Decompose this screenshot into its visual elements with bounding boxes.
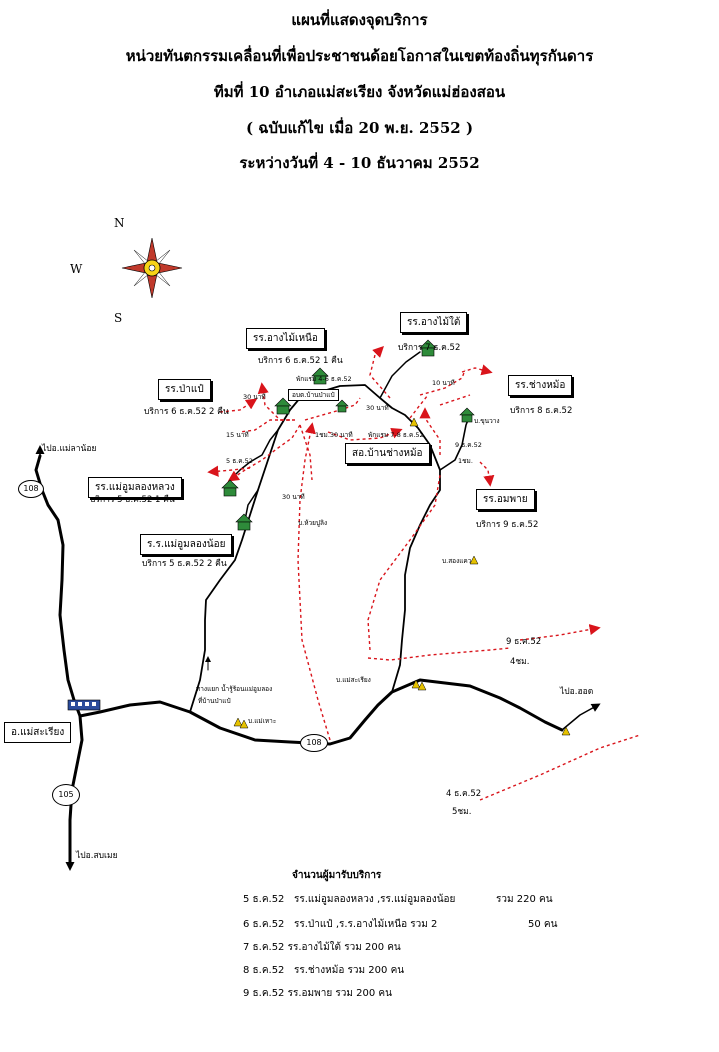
village-label: บ.ห้วยปูลิง bbox=[298, 519, 328, 527]
summary-total: รวม 220 คน bbox=[496, 894, 553, 905]
house-icon-ang-kai-tai bbox=[419, 339, 437, 357]
service-pa-pae: บริการ 6 ธ.ค.52 2 คืน bbox=[144, 407, 229, 417]
title-line-3: ทีมที่ 10 อำเภอแม่สะเรียง จังหวัดแม่ฮ่อง… bbox=[213, 83, 506, 101]
service-mae-u-luang: บริการ 5 ธ.ค.52 1 คืน bbox=[90, 495, 175, 505]
summary-row: 6 ธ.ค.52 รร.ป่าแป๋ ,ร.ร.อางไม้เหนือ รวม … bbox=[243, 917, 437, 932]
junction-label-2: ที่บ้านป่าแป๋ bbox=[198, 697, 231, 705]
road-to-hot bbox=[561, 703, 601, 731]
date-label: 9 ธ.ค.52 bbox=[455, 441, 482, 449]
service-chang-mo: บริการ 8 ธ.ค.52 bbox=[510, 406, 573, 416]
junction-label: ทางแยก น้ำรู้ร้อนแม่อูมลอง bbox=[196, 685, 273, 693]
marker-icon bbox=[409, 417, 419, 427]
school-box-mae-u-luang: รร.แม่อูมลองหลวง bbox=[88, 477, 182, 498]
house-icon-ang-kai-nuea bbox=[311, 367, 329, 385]
road-number-105: 105 bbox=[52, 784, 80, 806]
summary-date: 5 ธ.ค.52 bbox=[243, 894, 285, 905]
compass-north-label: N bbox=[114, 216, 125, 230]
asc-box: อบต.บ้านป่าแป๋ bbox=[288, 389, 339, 401]
summary-date: 8 ธ.ค.52 bbox=[243, 965, 285, 976]
time-label: 1ชม. bbox=[458, 457, 473, 465]
title-line-2: หน่วยทันตกรรมเคลื่อนที่เพื่อประชาชนด้อยโ… bbox=[125, 47, 594, 65]
summary-text: รร.อางไม้ใต้ รวม 200 คน bbox=[287, 942, 401, 953]
summary-row: 9 ธ.ค.52 รร.อมพาย รวม 200 คน bbox=[243, 986, 392, 1001]
village-markers bbox=[233, 417, 571, 736]
service-mae-u-noi: บริการ 5 ธ.ค.52 2 คืน bbox=[142, 559, 227, 569]
direction-mae-la-noi: ไปอ.แม่ลาน้อย bbox=[42, 444, 97, 454]
village-label: บ.แม่สะเรียง bbox=[336, 676, 371, 684]
service-ang-kai-nuea: บริการ 6 ธ.ค.52 1 คืน bbox=[258, 356, 343, 366]
house-icon-chang-mo bbox=[459, 407, 475, 423]
village-label: บ.ขุนวาง bbox=[474, 417, 500, 425]
rest-label-4-6: พักแรม 4-6 ธ.ค.52 bbox=[296, 375, 352, 383]
time-label: 30 นาที bbox=[282, 493, 305, 501]
marker-icon bbox=[561, 726, 571, 736]
health-center-box: สอ.บ้านช่างหม้อ bbox=[345, 443, 430, 464]
summary-row: 8 ธ.ค.52 รร.ช่างหม้อ รวม 200 คน bbox=[243, 963, 404, 978]
time-label: 4ชม. bbox=[510, 657, 530, 667]
house-icon-asc bbox=[335, 399, 349, 413]
direction-hot: ไปอ.ฮอด bbox=[560, 687, 594, 697]
road-loop-west bbox=[189, 384, 441, 713]
service-routes bbox=[207, 346, 641, 801]
summary-text: รร.แม่อูมลองหลวง ,รร.แม่อูมลองน้อย bbox=[293, 894, 456, 905]
summary-date: 9 ธ.ค.52 bbox=[243, 988, 285, 999]
road-branch-mae-u bbox=[244, 489, 259, 521]
rest-label-7-8: พักแรม 7-8 ธ.ค.52 bbox=[368, 431, 424, 439]
road-branch-ang-kai bbox=[379, 351, 421, 399]
school-box-om-thai: รร.อมพาย bbox=[476, 489, 535, 510]
summary-text: รร.ช่างหม้อ รวม 200 คน bbox=[293, 965, 405, 976]
village-label: บ.แม่เหาะ bbox=[248, 717, 277, 725]
summary-date: 6 ธ.ค.52 bbox=[243, 919, 285, 930]
compass-west-label: W bbox=[70, 262, 83, 276]
compass-rose-icon bbox=[121, 237, 183, 299]
date-label: 5 ธ.ค.52 bbox=[226, 457, 253, 465]
house-icon-mae-u-noi bbox=[235, 513, 253, 531]
house-icon-pa-pae bbox=[274, 397, 292, 415]
summary-text: รร.อมพาย รวม 200 คน bbox=[287, 988, 392, 999]
highway-108-north bbox=[34, 454, 82, 718]
title-line-5: ระหว่างวันที่ 4 - 10 ธันวาคม 2552 bbox=[239, 154, 480, 172]
summary-row: 5 ธ.ค.52 รร.แม่อูมลองหลวง ,รร.แม่อูมลองน… bbox=[243, 892, 455, 907]
time-label: 30 นาที bbox=[243, 393, 266, 401]
village-label: บ.สองแคว bbox=[442, 557, 472, 565]
compass-south-label: S bbox=[114, 311, 123, 325]
time-label: 10 นาที bbox=[432, 379, 455, 387]
marker-icon bbox=[233, 717, 249, 729]
school-box-ang-kai-nuea: รร.อางไม้เหนือ bbox=[246, 328, 325, 349]
summary-date: 7 ธ.ค.52 bbox=[243, 942, 285, 953]
summary-total: 50 คน bbox=[528, 919, 558, 930]
school-box-pa-pae: รร.ป่าแป๋ bbox=[158, 379, 211, 400]
date-label: 4 ธ.ค.52 bbox=[446, 789, 482, 799]
highway-108-south bbox=[78, 678, 564, 746]
road-number-108-north: 108 bbox=[18, 480, 44, 498]
road-number-108-south: 108 bbox=[300, 734, 328, 752]
title-line-1: แผนที่แสดงจุดบริการ bbox=[291, 11, 428, 29]
bus-icon bbox=[67, 699, 101, 711]
date-label: 9 ธ.ค.52 bbox=[506, 637, 542, 647]
time-label: 30 นาที bbox=[366, 404, 389, 412]
house-icons bbox=[221, 339, 475, 531]
marker-icon bbox=[411, 679, 427, 691]
time-label: 1ชม.30 นาที bbox=[315, 431, 353, 439]
direction-sop-moei: ไปอ.สบเมย bbox=[76, 851, 118, 861]
service-om-thai: บริการ 9 ธ.ค.52 bbox=[476, 520, 539, 530]
school-box-mae-u-noi: ร.ร.แม่อูมลองน้อย bbox=[140, 534, 233, 555]
school-box-ang-kai-tai: รร.อางไม้ใต้ bbox=[400, 312, 468, 333]
school-box-chang-mo: รร.ช่างหม้อ bbox=[508, 375, 573, 396]
amphoe-box: อ.แม่สะเรียง bbox=[4, 722, 72, 743]
marker-icon bbox=[469, 555, 479, 565]
title-line-4: ( ฉบับแก้ไข เมื่อ 20 พ.ย. 2552 ) bbox=[245, 119, 474, 137]
service-ang-kai-tai: บริการ 7 ธ.ค.52 bbox=[398, 343, 461, 353]
summary-text: รร.ป่าแป๋ ,ร.ร.อางไม้เหนือ รวม 2 bbox=[293, 919, 438, 930]
summary-title: จำนวนผู้มารับบริการ bbox=[292, 870, 382, 881]
house-icon-mae-u-luang bbox=[221, 479, 239, 497]
time-label: 15 นาที bbox=[226, 431, 249, 439]
summary-row: 7 ธ.ค.52 รร.อางไม้ใต้ รวม 200 คน bbox=[243, 940, 401, 955]
time-label: 5ชม. bbox=[452, 807, 472, 817]
